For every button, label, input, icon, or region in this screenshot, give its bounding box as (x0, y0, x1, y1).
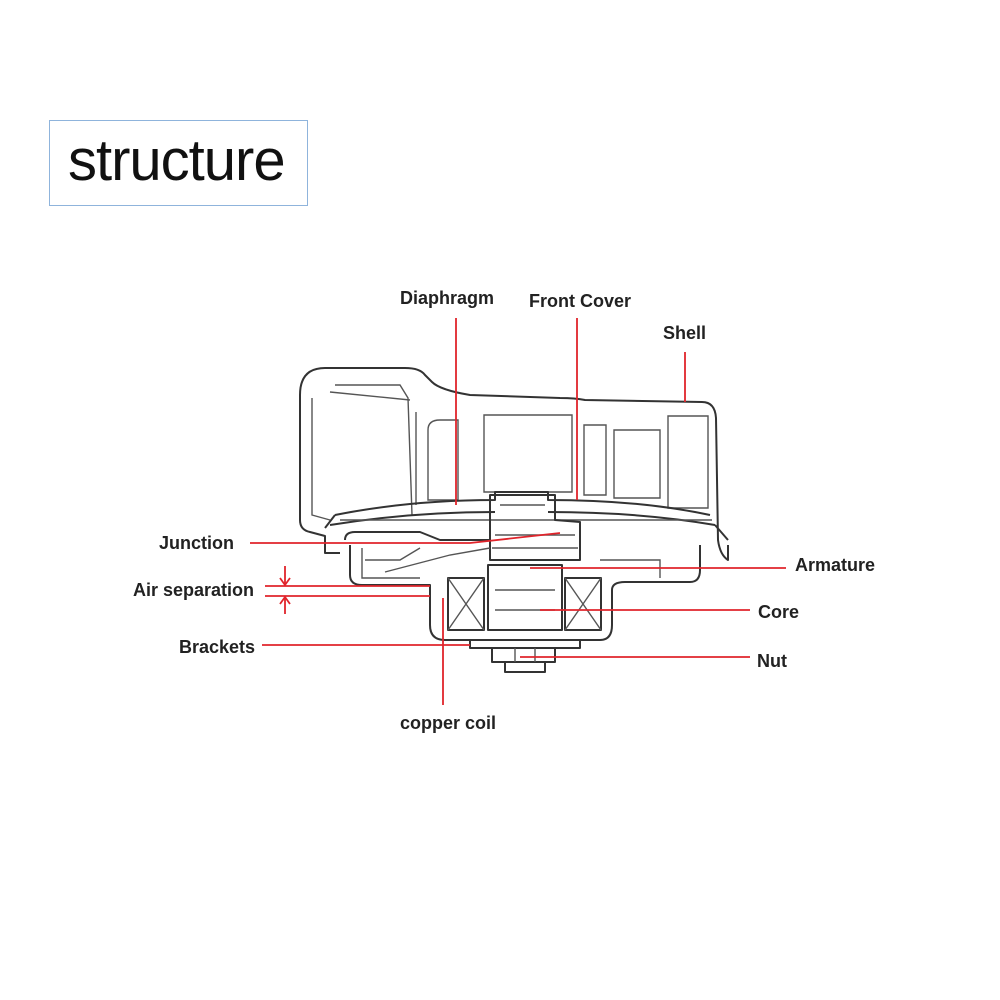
core-outline (487, 564, 563, 631)
label-nut: Nut (757, 651, 787, 671)
label-junction: Junction (159, 533, 234, 553)
bracket-and-nut-outline (469, 639, 581, 673)
air-separation-arrowhead-bottom (279, 595, 291, 605)
label-brackets: Brackets (179, 637, 255, 657)
label-core: Core (758, 602, 799, 622)
label-diaphragm: Diaphragm (400, 288, 494, 308)
leader-lines (250, 318, 786, 705)
shell-outline (299, 367, 729, 561)
front-cover-outline (415, 412, 709, 509)
copper-coil-windings (447, 577, 602, 631)
armature-outline (489, 494, 581, 561)
label-copper-coil: copper coil (400, 713, 496, 733)
label-armature: Armature (795, 555, 875, 575)
page-title: structure (68, 128, 286, 193)
air-separation-arrowhead-top (279, 577, 291, 587)
junction-leader (250, 532, 561, 544)
label-shell: Shell (663, 323, 706, 343)
title-box: structure (49, 120, 308, 206)
diaphragm-outline (324, 491, 729, 541)
label-front-cover: Front Cover (529, 291, 631, 311)
housing-outline (344, 531, 701, 641)
label-air-separation: Air separation (133, 580, 254, 600)
